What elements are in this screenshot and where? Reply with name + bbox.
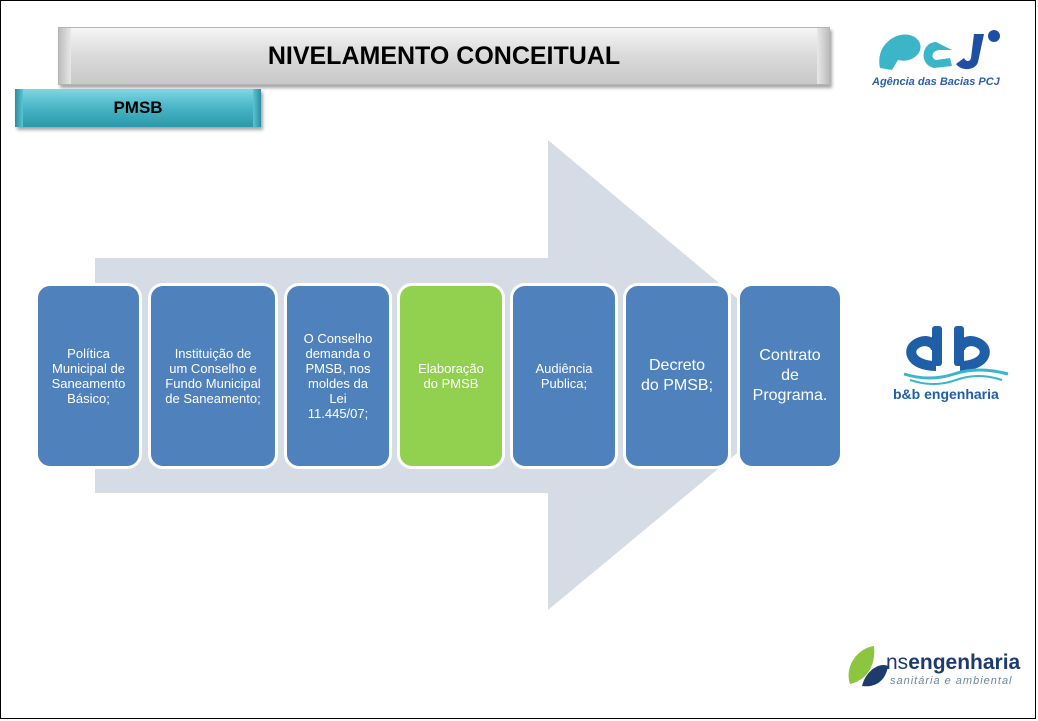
process-step-audiencia: Audiência Publica; xyxy=(510,283,618,469)
process-step-demanda: O Conselho demanda o PMSB, nos moldes da… xyxy=(284,283,392,469)
ns-engenharia-name: nsengenharia xyxy=(886,651,1021,674)
process-step-conselho: Instituição de um Conselho e Fundo Munic… xyxy=(148,283,278,469)
title-banner: NIVELAMENTO CONCEITUAL xyxy=(58,27,830,85)
step-label: Decreto do PMSB; xyxy=(640,357,714,394)
bb-engenharia-name: b&b engenharia xyxy=(893,386,999,402)
step-label: Política Municipal de Saneamento Básico; xyxy=(51,346,126,406)
step-label: O Conselho demanda o PMSB, nos moldes da… xyxy=(303,331,373,421)
step-label: Elaboração do PMSB xyxy=(418,361,484,391)
process-step-elaboracao: Elaboração do PMSB xyxy=(397,283,505,469)
page-title: NIVELAMENTO CONCEITUAL xyxy=(267,41,621,70)
process-step-decreto: Decreto do PMSB; xyxy=(623,283,731,469)
pcj-tagline: Agência das Bacias PCJ xyxy=(872,76,1000,88)
bb-engenharia-logo-icon xyxy=(903,326,1009,385)
step-label: Audiência Publica; xyxy=(535,361,593,391)
section-tab: PMSB xyxy=(15,89,261,127)
step-label: Contrato de Programa. xyxy=(752,347,828,404)
process-step-contrato: Contrato de Programa. xyxy=(737,283,843,469)
pcj-logo-icon xyxy=(879,30,1000,70)
process-step-politica: Política Municipal de Saneamento Básico; xyxy=(35,283,142,469)
ns-engenharia-tagline: sanitária e ambiental xyxy=(890,675,1013,687)
ns-engenharia-logo-icon xyxy=(848,646,888,687)
step-label: Instituição de um Conselho e Fundo Munic… xyxy=(165,346,261,406)
section-label: PMSB xyxy=(113,98,163,117)
